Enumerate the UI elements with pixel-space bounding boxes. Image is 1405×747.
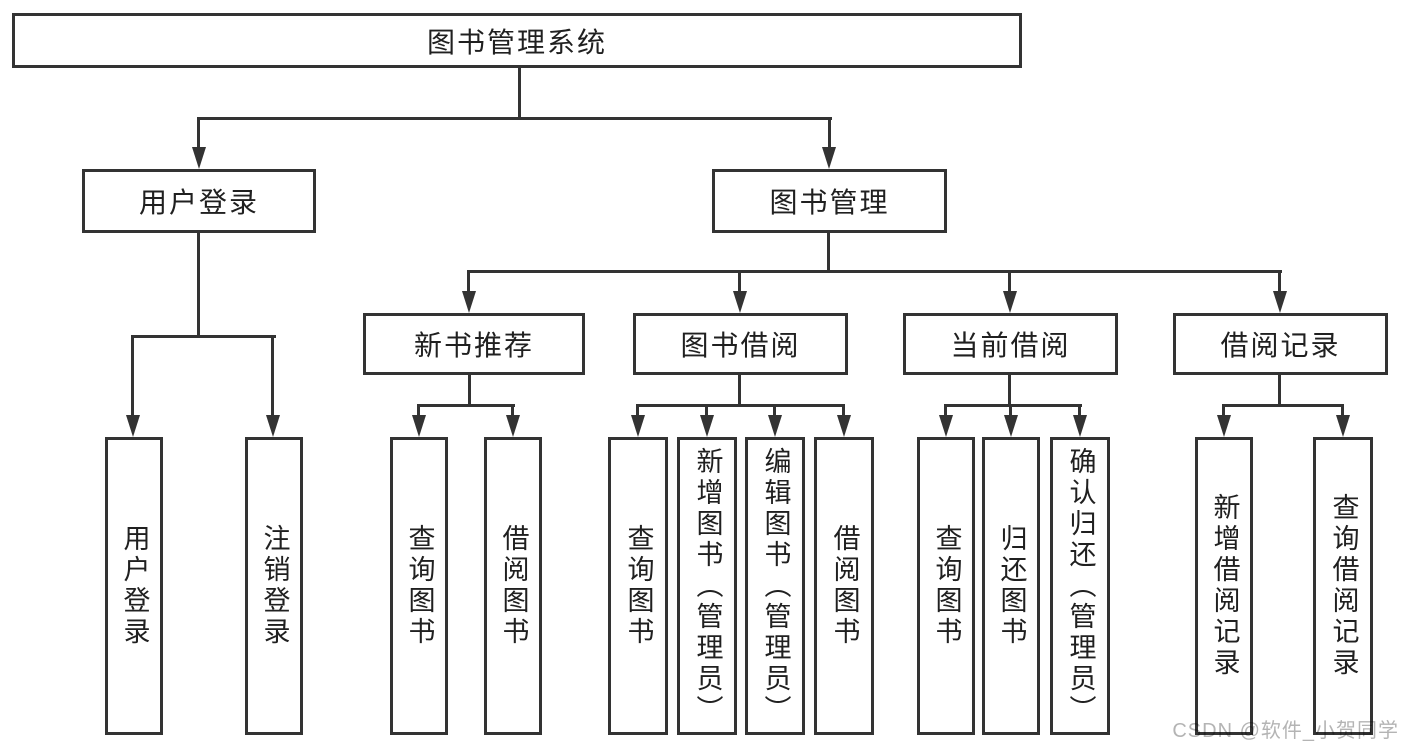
leaf-new-books-borrow: 借阅图书 (484, 437, 542, 735)
connector-borrow-records-stem (1278, 375, 1281, 407)
node-book-mgmt: 图书管理 (712, 169, 947, 233)
connector-level2-split (198, 117, 832, 120)
connector-arrow-shaft (1008, 270, 1011, 293)
connector-arrow-shaft (1009, 404, 1012, 418)
watermark: CSDN @软件_小贺同学 (1172, 720, 1399, 742)
connector-root-stem (518, 68, 521, 120)
node-system-root: 图书管理系统 (12, 13, 1022, 68)
connector-arrow-shaft (271, 335, 274, 417)
connector-new-books-split (417, 404, 515, 407)
connector-arrow-shaft (511, 404, 514, 418)
connector-user-login-stem (197, 233, 200, 338)
connector-arrow-shaft (1222, 404, 1225, 418)
node-current-borrow: 当前借阅 (903, 313, 1118, 375)
node-book-borrow: 图书借阅 (633, 313, 848, 375)
leaf-logout: 注销登录 (245, 437, 303, 735)
connector-arrow-shaft (842, 404, 845, 418)
arrow-down-icon (631, 415, 645, 437)
arrow-down-icon (939, 415, 953, 437)
arrow-down-icon (768, 415, 782, 437)
connector-arrow-shaft (131, 335, 134, 417)
arrow-down-icon (1217, 415, 1231, 437)
arrow-down-icon (412, 415, 426, 437)
arrow-down-icon (700, 415, 714, 437)
arrow-down-icon (1003, 291, 1017, 313)
connector-arrow-shaft (1278, 270, 1281, 293)
leaf-user-login: 用户登录 (105, 437, 163, 735)
arrow-down-icon (822, 147, 836, 169)
connector-arrow-shaft (417, 404, 420, 418)
arrow-down-icon (1336, 415, 1350, 437)
arrow-down-icon (462, 291, 476, 313)
connector-borrow-records-split (1222, 404, 1344, 407)
leaf-current-return: 归还图书 (982, 437, 1040, 735)
connector-arrow-shaft (1341, 404, 1344, 418)
arrow-down-icon (126, 415, 140, 437)
connector-arrow-shaft (636, 404, 639, 418)
leaf-new-books-query: 查询图书 (390, 437, 448, 735)
arrow-down-icon (837, 415, 851, 437)
connector-arrow-shaft (705, 404, 708, 418)
arrow-down-icon (506, 415, 520, 437)
arrow-down-icon (1273, 291, 1287, 313)
arrow-down-icon (192, 147, 206, 169)
leaf-borrow-edit-admin: 编辑图书（管理员） (745, 437, 805, 735)
arrow-down-icon (1073, 415, 1087, 437)
leaf-current-query: 查询图书 (917, 437, 975, 735)
node-user-login: 用户登录 (82, 169, 316, 233)
leaf-records-query: 查询借阅记录 (1313, 437, 1373, 735)
connector-user-login-split (131, 335, 276, 338)
connector-arrow-shaft (1078, 404, 1081, 418)
connector-arrow-shaft (738, 270, 741, 293)
leaf-current-confirm-admin: 确认归还（管理员） (1050, 437, 1110, 735)
connector-current-borrow-split (944, 404, 1082, 407)
leaf-records-add: 新增借阅记录 (1195, 437, 1253, 735)
connector-arrow-shaft (944, 404, 947, 418)
connector-arrow-book-mgmt-shaft (828, 117, 831, 149)
connector-level3-split (467, 270, 1282, 273)
leaf-borrow-book: 借阅图书 (814, 437, 874, 735)
leaf-borrow-query: 查询图书 (608, 437, 668, 735)
connector-current-borrow-stem (1008, 375, 1011, 407)
arrow-down-icon (1004, 415, 1018, 437)
connector-arrow-shaft (467, 270, 470, 293)
leaf-borrow-add-admin: 新增图书（管理员） (677, 437, 737, 735)
node-borrow-records: 借阅记录 (1173, 313, 1388, 375)
connector-new-books-stem (468, 375, 471, 407)
arrow-down-icon (266, 415, 280, 437)
connector-book-borrow-stem (738, 375, 741, 407)
connector-book-mgmt-stem (827, 233, 830, 273)
connector-arrow-user-login-shaft (197, 117, 200, 149)
node-new-books: 新书推荐 (363, 313, 585, 375)
arrow-down-icon (733, 291, 747, 313)
connector-arrow-shaft (773, 404, 776, 418)
connector-book-borrow-split (636, 404, 845, 407)
